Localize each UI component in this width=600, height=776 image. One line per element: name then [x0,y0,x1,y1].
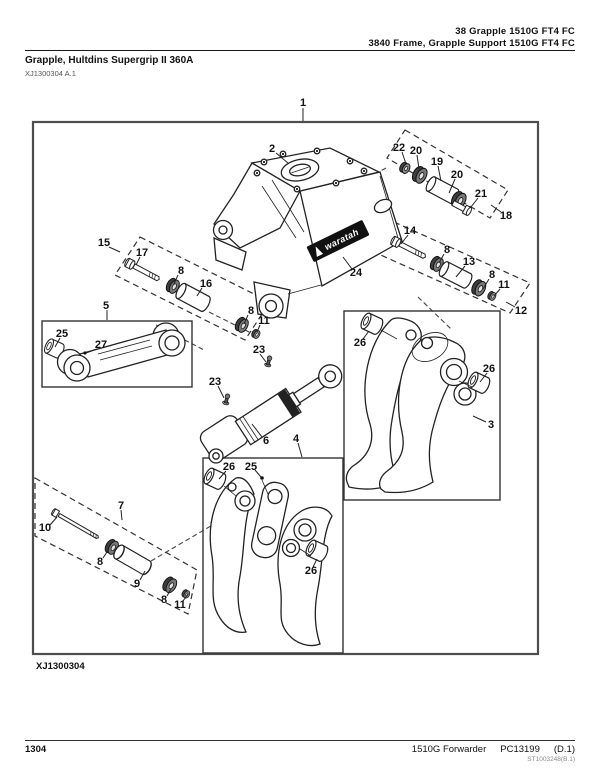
kit-box-12 [373,221,531,314]
callout-2: 2 [269,143,275,155]
kit-box-3 [343,310,501,501]
callout-26: 26 [354,337,366,349]
callout-25: 25 [56,328,68,340]
callout-24: 24 [350,267,363,279]
callout-8: 8 [161,594,167,606]
callout-8: 8 [178,265,184,277]
header-line2: 3840 Frame, Grapple Support 1510G FT4 FC [368,38,575,49]
kit-box-4 [202,457,344,654]
footer-revision: (D.1) [553,744,575,755]
kit-box-7 [34,476,198,615]
callout-18: 18 [500,210,512,222]
kit-box-15 [114,236,271,341]
page-title: Grapple, Hultdins Supergrip II 360A [25,55,194,66]
callout-6: 6 [263,435,269,447]
bolt-holes [253,147,368,193]
callout-11: 11 [174,599,186,611]
grapple-arm-right [345,311,493,494]
kit-box-5 [41,320,193,388]
callout-7: 7 [118,500,124,512]
grapple-frame-part: waratah [212,147,403,319]
pin-dot [260,476,264,480]
callout-3: 3 [488,419,494,431]
callout-1: 1 [300,97,306,109]
callout-labels: 1 2 22 20 19 20 21 18 14 8 13 8 11 12 15… [39,97,527,611]
callout-10: 10 [39,522,51,534]
brand-decal-icon [315,246,324,257]
callout-8: 8 [489,269,495,281]
footer-right: 1510G Forwarder PC13199 (D.1) [412,744,575,755]
callout-11: 11 [258,315,270,327]
callout-8: 8 [248,305,254,317]
title-revision: XJ1300304 A.1 [25,69,76,78]
pin-kit-7 [50,507,192,600]
callout-15: 15 [98,237,110,249]
callout-4: 4 [293,433,300,445]
callout-20: 20 [410,145,422,157]
footer-rule [25,740,575,741]
callout-20: 20 [451,169,463,181]
callout-leaders [49,108,516,602]
callout-26: 26 [483,363,495,375]
footer-model: 1510G Forwarder [411,744,487,755]
callout-19: 19 [431,156,443,168]
callout-11: 11 [498,279,510,291]
figure-id: XJ1300304 [36,661,85,672]
grease-fitting [221,392,232,406]
page-number: 1304 [25,744,47,755]
header-line1: 38 Grapple 1510G FT4 FC [455,26,575,37]
callout-23: 23 [209,376,221,388]
callout-13: 13 [463,256,475,268]
callout-22: 22 [393,142,405,154]
grease-point-dot [83,351,87,355]
callout-25: 25 [245,461,257,473]
callout-17: 17 [136,247,148,259]
kit-box-18 [386,129,509,219]
callout-23: 23 [253,344,265,356]
callout-26: 26 [305,565,317,577]
link-arm-kit [42,322,186,382]
callout-16: 16 [200,278,212,290]
header: 38 Grapple 1510G FT4 FC 3840 Frame, Grap… [368,26,575,50]
footer-doc-code: ST1003248(B.1) [527,756,575,763]
grapple-arm-bottom [201,466,333,647]
hydraulic-cylinder-part [199,354,343,464]
callout-8: 8 [444,244,450,256]
callout-8: 8 [97,556,103,568]
callout-5: 5 [103,300,109,312]
callout-9: 9 [134,578,140,590]
figure-border [31,120,540,656]
callout-26: 26 [223,461,235,473]
callout-21: 21 [475,188,487,200]
header-rule [25,50,575,51]
callout-12: 12 [515,305,527,317]
footer-catalog: PC13199 [500,744,540,755]
callout-27: 27 [95,339,107,351]
callout-14: 14 [404,225,417,237]
